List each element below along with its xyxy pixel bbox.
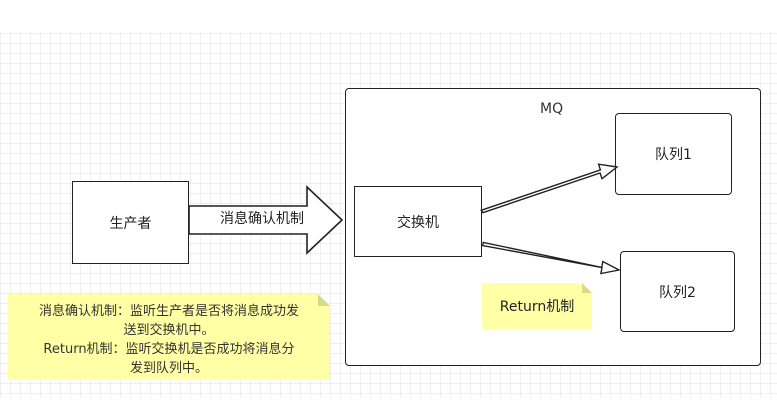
confirm-arrow[interactable] (188, 185, 344, 255)
explanation-note[interactable]: 消息确认机制：监听生产者是否将消息成功发 送到交换机中。 Return机制：监听… (8, 294, 330, 380)
queue2-label: 队列2 (659, 284, 696, 301)
return-note[interactable]: Return机制 (482, 283, 592, 329)
exchange-to-queue2-arrow[interactable] (481, 241, 622, 275)
confirm-arrow-label: 消息确认机制 (220, 211, 304, 227)
exchange-to-queue1-arrow[interactable] (480, 163, 619, 214)
queue2-node[interactable]: 队列2 (620, 251, 735, 332)
explanation-line-1: 消息确认机制：监听生产者是否将消息成功发 (38, 304, 299, 319)
explanation-line-3: Return机制：监听交换机是否成功将消息分 (43, 342, 295, 357)
producer-node[interactable]: 生产者 (72, 181, 189, 264)
queue1-label: 队列1 (655, 147, 692, 163)
return-note-label: Return机制 (499, 299, 575, 315)
exchange-node[interactable]: 交换机 (354, 186, 482, 257)
mq-label: MQ (540, 101, 564, 117)
explanation-line-2: 送到交换机中。 (123, 323, 215, 338)
producer-label: 生产者 (109, 215, 152, 232)
explanation-line-4: 发到队列中。 (129, 361, 208, 376)
exchange-label: 交换机 (397, 214, 439, 231)
queue1-node[interactable]: 队列1 (615, 113, 732, 195)
return-note-fold (582, 283, 592, 293)
